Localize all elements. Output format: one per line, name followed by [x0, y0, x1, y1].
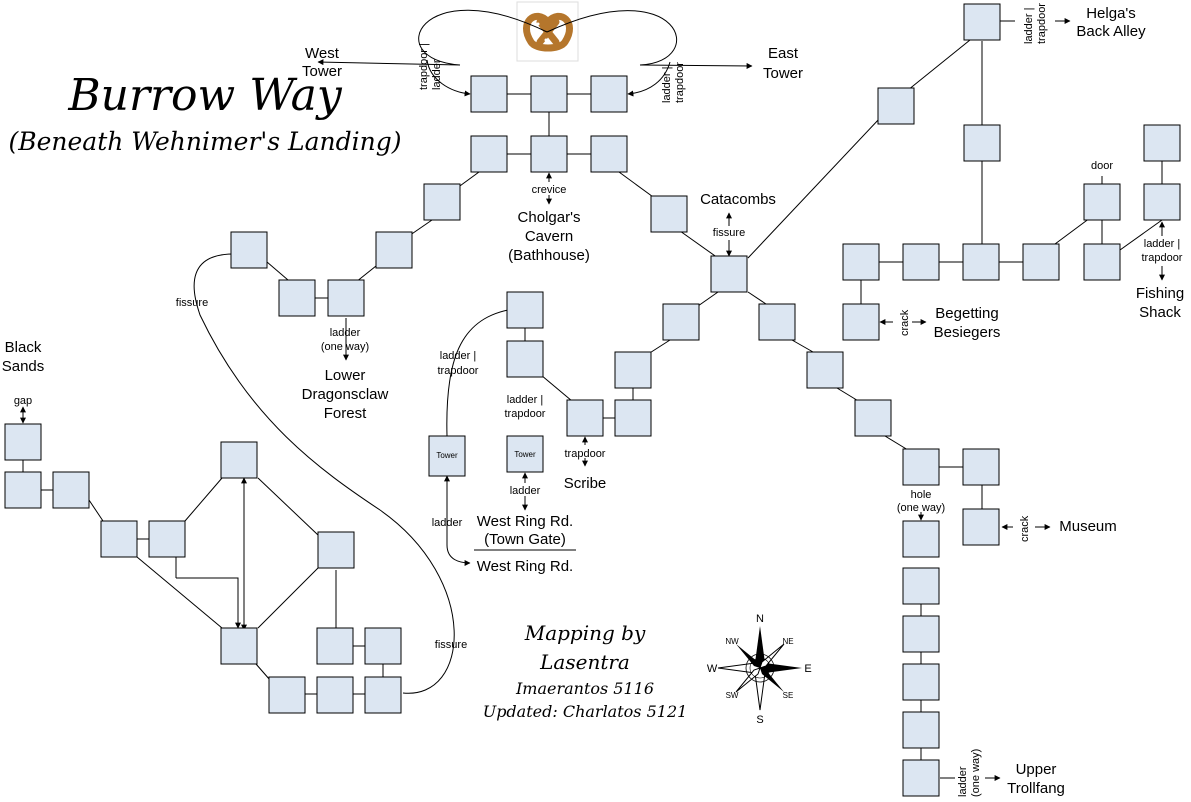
crevice-label: crevice	[532, 184, 567, 196]
destination-labels: West Tower East Tower Helga's Back Alley…	[2, 5, 1184, 797]
ladder-label: ladder	[510, 485, 541, 497]
map-subtitle: (Beneath Wehnimer's Landing)	[8, 127, 401, 156]
tower-room-left: Tower	[428, 435, 466, 477]
upper-trollfang-label: Upper	[1016, 761, 1057, 778]
svg-text:(Town Gate): (Town Gate)	[484, 531, 566, 548]
black-sands-label: Black	[5, 339, 42, 356]
connector-labels: trapdoor |ladder ladder |trapdoor ladder…	[14, 3, 1183, 797]
svg-text:W: W	[707, 663, 718, 675]
credits-line3: Imaerantos 5116	[515, 679, 654, 698]
gap-label: gap	[14, 395, 32, 407]
svg-text:Besiegers: Besiegers	[934, 324, 1001, 341]
ladder-trapdoor-helgas-label: ladder |trapdoor	[1023, 3, 1048, 44]
svg-text:N: N	[756, 613, 764, 625]
east-tower-loop	[546, 10, 753, 69]
credits: Mapping by Lasentra Imaerantos 5116 Upda…	[483, 621, 688, 721]
svg-text:trapdoor: trapdoor	[1142, 252, 1183, 264]
credits-line2: Lasentra	[539, 650, 630, 674]
svg-text:Sands: Sands	[2, 358, 45, 375]
svg-text:NW: NW	[725, 637, 739, 646]
svg-text:(one way): (one way)	[321, 341, 369, 353]
catacombs-label: Catacombs	[700, 191, 776, 208]
crack-begetting-label: crack	[899, 309, 911, 336]
svg-text:Shack: Shack	[1139, 304, 1181, 321]
svg-text:Back Alley: Back Alley	[1076, 23, 1146, 40]
ladder-trapdoor-tower-label: ladder |	[440, 350, 477, 362]
ladder-left-label: ladder	[432, 517, 463, 529]
svg-text:(one way): (one way)	[897, 502, 945, 514]
svg-text:S: S	[756, 714, 763, 726]
door-label: door	[1091, 160, 1113, 172]
svg-text:Tower: Tower	[763, 65, 803, 82]
rooms	[4, 3, 1181, 797]
fissure-west-label: fissure	[176, 297, 208, 309]
svg-text:SW: SW	[726, 691, 739, 700]
ladder-one-way-label: ladder	[330, 327, 361, 339]
trapdoor-ladder-label: trapdoor |ladder	[418, 43, 443, 90]
svg-text:trapdoor: trapdoor	[505, 408, 546, 420]
svg-text:NE: NE	[782, 637, 793, 646]
crack-museum-label: crack	[1019, 515, 1031, 542]
helgas-label: Helga's	[1086, 5, 1136, 22]
cholgars-label: Cholgar's	[518, 209, 581, 226]
begetting-label: Begetting	[935, 305, 998, 322]
trapdoor-label: trapdoor	[565, 448, 606, 460]
fissure-loop	[193, 253, 455, 694]
museum-label: Museum	[1059, 518, 1117, 535]
west-ring-label: West Ring Rd.	[477, 558, 573, 575]
svg-text:(Bathhouse): (Bathhouse)	[508, 247, 590, 264]
svg-text:Tower: Tower	[302, 63, 342, 80]
ladder-one-way-trollfang-label: ladder(one way)	[957, 749, 982, 797]
exit-arrows	[20, 18, 1165, 781]
west-tower-label: West	[305, 45, 340, 62]
ladder-trapdoor-fishing-label: ladder |	[1144, 238, 1181, 250]
east-tower-label: East	[768, 45, 799, 62]
svg-text:Tower: Tower	[436, 451, 458, 460]
west-ring-gate-label: West Ring Rd.	[477, 513, 573, 530]
svg-text:SE: SE	[783, 691, 794, 700]
map-title: Burrow Way	[67, 70, 343, 121]
compass-rose-icon: N S E W NE NW SE SW	[707, 613, 812, 726]
fissure-catacombs-label: fissure	[713, 227, 745, 239]
fissure-south-label: fissure	[435, 639, 467, 651]
scribe-label: Scribe	[564, 475, 607, 492]
tower-ladder-curve	[446, 309, 509, 437]
fishing-shack-label: Fishing	[1136, 285, 1184, 302]
hole-one-way-label: hole	[911, 489, 932, 501]
svg-text:Forest: Forest	[324, 405, 367, 422]
svg-text:Trollfang: Trollfang	[1007, 780, 1065, 797]
svg-text:trapdoor: trapdoor	[438, 365, 479, 377]
svg-text:Cavern: Cavern	[525, 228, 573, 245]
ladder-trapdoor-east-label: ladder |trapdoor	[661, 62, 686, 103]
svg-text:Dragonsclaw: Dragonsclaw	[302, 386, 389, 403]
connections	[22, 39, 1163, 760]
ladder-trapdoor-mid-label: ladder |	[507, 394, 544, 406]
svg-text:E: E	[804, 663, 811, 675]
credits-line4: Updated: Charlatos 5121	[483, 702, 688, 721]
svg-text:Tower: Tower	[514, 450, 536, 459]
credits-line1: Mapping by	[524, 621, 646, 645]
lower-dragonsclaw-label: Lower	[325, 367, 366, 384]
west-tower-loop	[317, 9, 548, 66]
tower-room-right: Tower	[506, 435, 544, 473]
